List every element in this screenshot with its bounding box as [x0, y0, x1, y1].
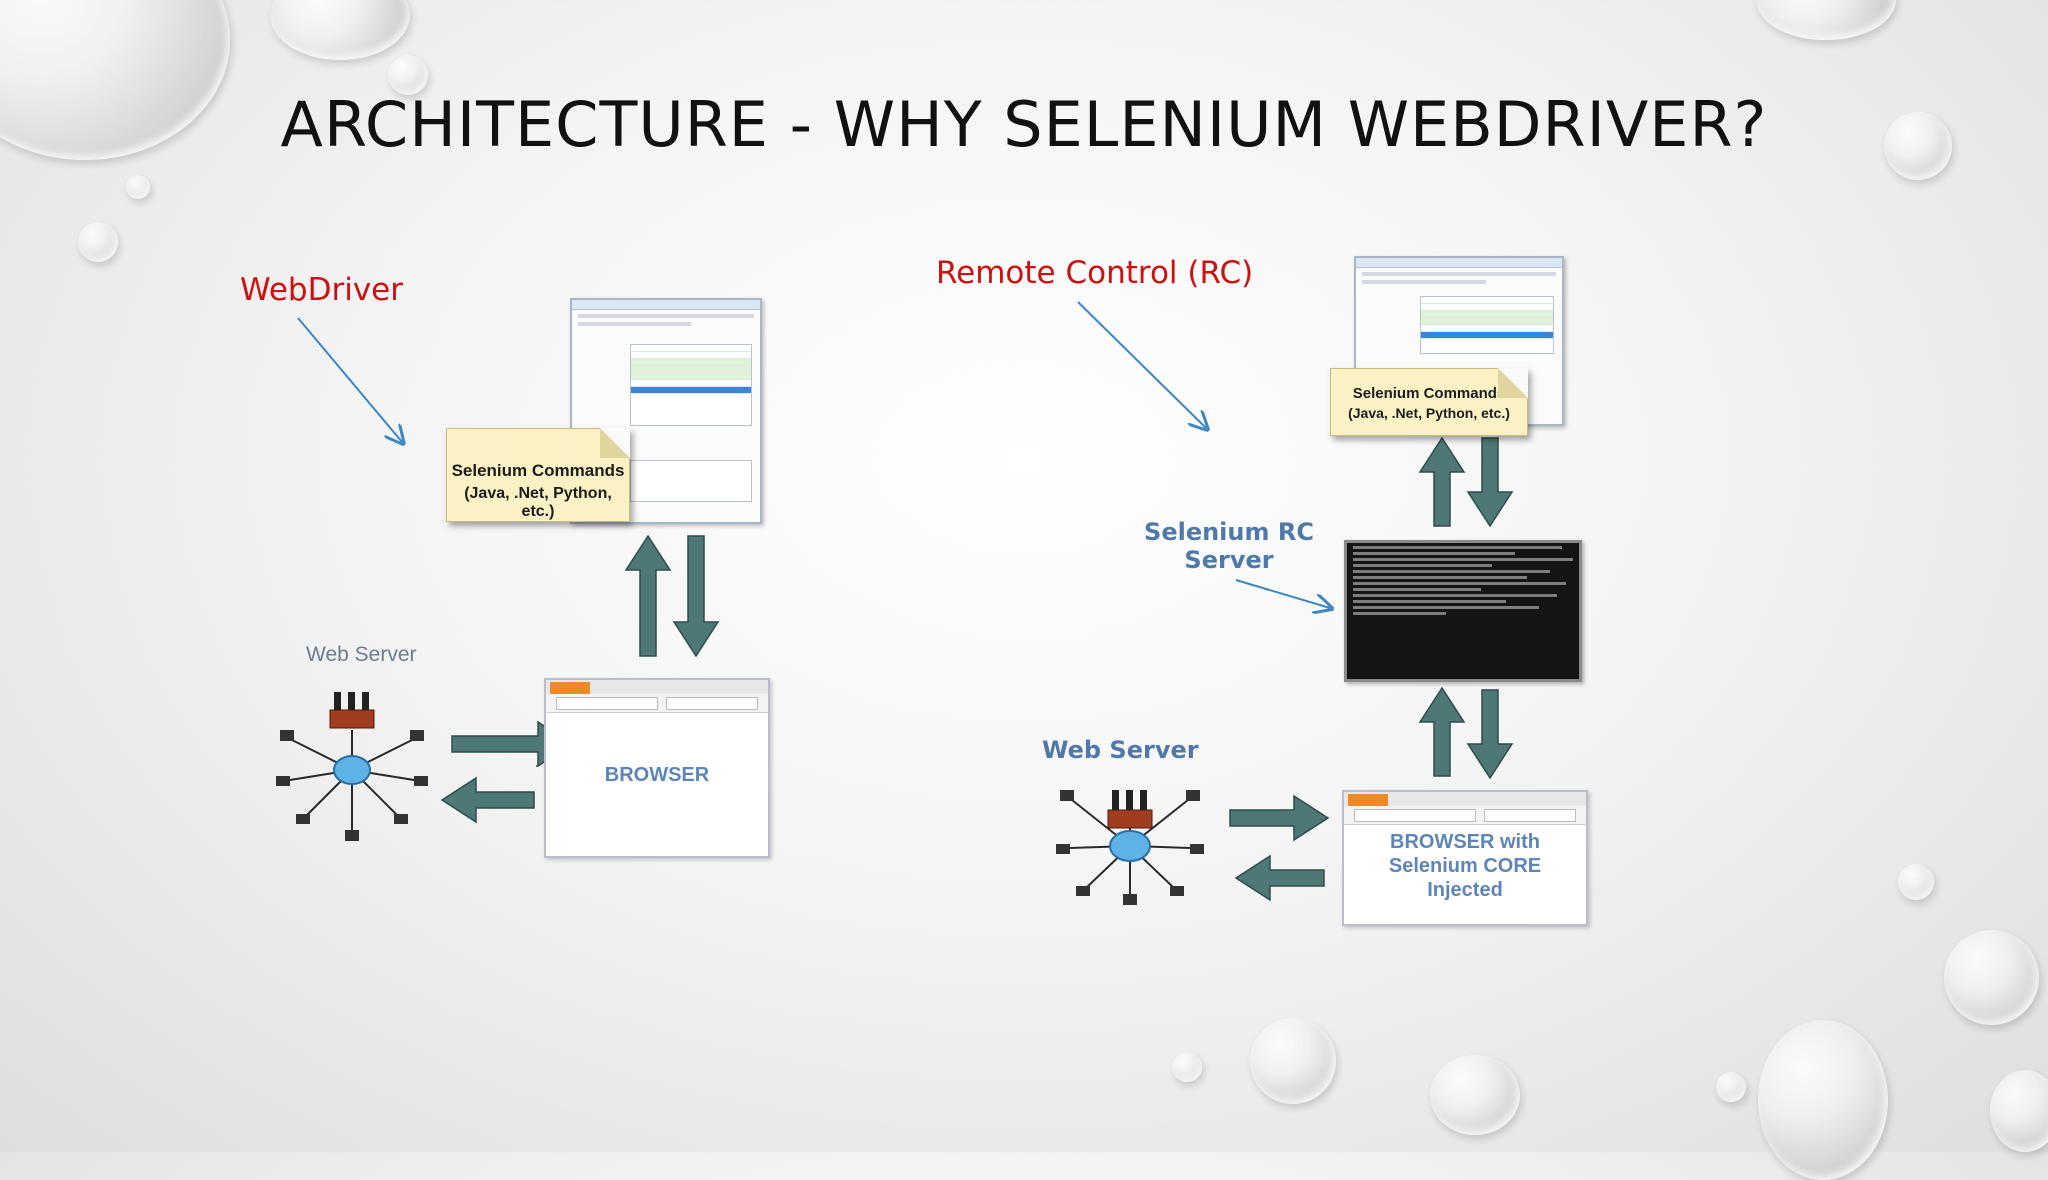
water-drop	[1716, 1072, 1746, 1102]
webdriver-browser-window: BROWSER	[544, 678, 770, 858]
water-drop	[1250, 1018, 1336, 1104]
webdriver-commands-note: Selenium Commands (Java, .Net, Python, e…	[446, 428, 630, 522]
webdriver-note-line1: Selenium Commands	[451, 461, 625, 480]
water-drop	[78, 222, 118, 262]
rc-browser-line2: Selenium CORE	[1388, 855, 1542, 877]
rc-server-terminal	[1344, 540, 1582, 682]
rc-server-label-line1: Selenium RC	[1144, 518, 1314, 546]
rc-label: Remote Control (RC)	[936, 255, 1254, 291]
rc-browser-label: BROWSER with Selenium CORE Injected	[1344, 830, 1586, 902]
rc-note-line2: (Java, .Net, Python, etc.)	[1348, 405, 1510, 421]
rc-commands-note: Selenium Commands (Java, .Net, Python, e…	[1330, 368, 1528, 436]
rc-browser-window: BROWSER with Selenium CORE Injected	[1342, 790, 1588, 926]
water-drop	[1172, 1052, 1202, 1082]
rc-browser-line1: BROWSER with	[1390, 831, 1540, 853]
slide-title: ARCHITECTURE - WHY SELENIUM WEBDRIVER?	[280, 88, 1768, 161]
water-drop	[1430, 1055, 1520, 1135]
rc-bottom-vertical-arrows	[1418, 686, 1514, 780]
rc-network-icon	[1056, 790, 1204, 905]
rc-server-pointer-line	[1235, 579, 1330, 608]
rc-pointer-line	[1077, 301, 1206, 428]
webdriver-note-line2: (Java, .Net, Python, etc.)	[464, 485, 612, 520]
webdriver-horizontal-arrows	[440, 720, 574, 824]
webdriver-web-server-label: Web Server	[306, 643, 417, 666]
water-drop	[1898, 864, 1934, 900]
water-drop	[1944, 930, 2039, 1025]
rc-top-vertical-arrows	[1418, 436, 1514, 528]
webdriver-network-icon	[276, 692, 428, 841]
water-drop	[126, 175, 150, 199]
rc-browser-line3: Injected	[1427, 879, 1503, 901]
diagram-graphics	[276, 301, 1514, 905]
water-drop	[1990, 1070, 2048, 1152]
rc-server-label-line2: Server	[1184, 546, 1274, 574]
water-drop	[388, 55, 428, 95]
webdriver-pointer-line	[297, 317, 402, 442]
webdriver-vertical-arrows	[624, 534, 720, 658]
rc-note-line1: Selenium Commands	[1352, 385, 1506, 402]
rc-server-label: Selenium RC Server	[1136, 518, 1322, 574]
webdriver-label: WebDriver	[240, 272, 403, 308]
water-drop	[1884, 112, 1952, 180]
webdriver-browser-label: BROWSER	[604, 764, 710, 786]
rc-web-server-label: Web Server	[1042, 736, 1199, 764]
rc-horizontal-arrows	[1229, 794, 1330, 902]
